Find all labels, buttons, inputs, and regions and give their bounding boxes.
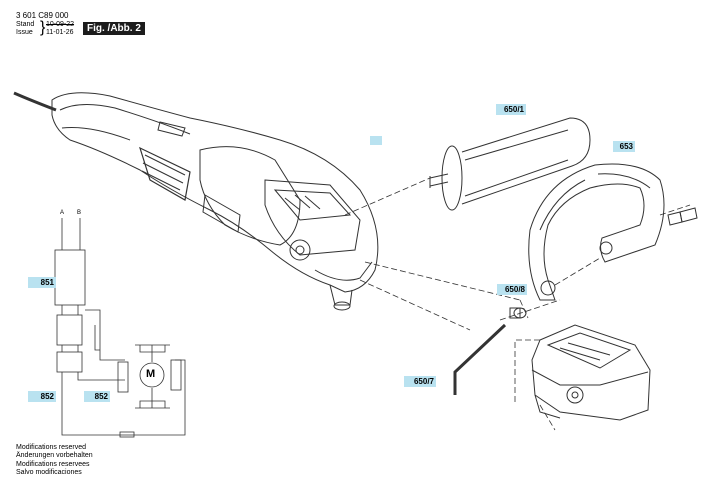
wire-label-a: A bbox=[60, 210, 65, 216]
footer-line: Modifications reservees bbox=[16, 460, 90, 468]
hex-key-650-7 bbox=[453, 323, 507, 395]
callout-650-1[interactable]: 650/1 bbox=[496, 104, 526, 115]
side-handle-650-1 bbox=[429, 117, 591, 211]
modifications-notice: Modifications reserved Änderungen vorbeh… bbox=[16, 444, 93, 477]
callout-852-left[interactable]: 852 bbox=[28, 391, 56, 402]
issue-label: Issue bbox=[16, 29, 33, 36]
screw-650-8 bbox=[509, 307, 527, 319]
highlight-marker bbox=[370, 136, 382, 145]
document-code: 3 601 C89 000 bbox=[16, 11, 69, 20]
wiring-schematic bbox=[54, 218, 186, 438]
callout-650-7[interactable]: 650/7 bbox=[404, 376, 436, 387]
issue-date: 11-01-26 bbox=[46, 29, 74, 36]
footer-line: Änderungen vorbehalten bbox=[16, 452, 93, 460]
motor-symbol: M bbox=[146, 368, 156, 380]
header-brace: } bbox=[40, 19, 46, 36]
tool-body bbox=[13, 91, 379, 311]
footer-line: Salvo modificaciones bbox=[16, 468, 82, 476]
figure-label: Fig. /Abb. 2 bbox=[83, 22, 145, 35]
gear-head-cover bbox=[531, 324, 651, 421]
stand-label: Stand bbox=[16, 21, 35, 28]
bow-handle-653 bbox=[528, 163, 698, 301]
stand-date: 10-09-22 bbox=[46, 21, 75, 28]
footer-line: Modifications reserved bbox=[16, 444, 87, 451]
callout-851[interactable]: 851 bbox=[28, 277, 56, 288]
callout-650-8[interactable]: 650/8 bbox=[497, 284, 527, 295]
callout-852-right[interactable]: 852 bbox=[84, 391, 110, 402]
wire-label-b: B bbox=[77, 210, 82, 216]
callout-653[interactable]: 653 bbox=[613, 141, 635, 152]
